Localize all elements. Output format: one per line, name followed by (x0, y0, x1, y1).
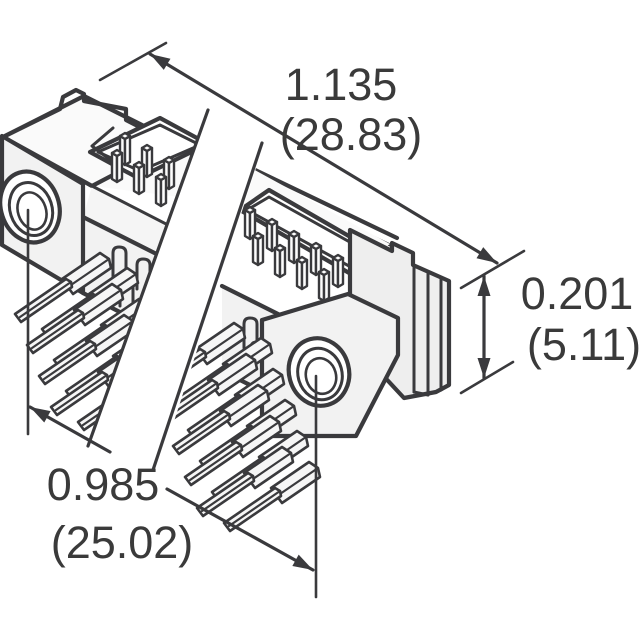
left-jackscrew-boss (0, 169, 62, 245)
extension-tick (98, 41, 168, 82)
dim-span-inches: 0.985 (47, 459, 160, 510)
dim-span-mm: (25.02) (51, 517, 194, 568)
right-jackscrew-block (259, 291, 401, 439)
right-jackscrew-boss (286, 336, 352, 408)
dim-length-inches: 1.135 (285, 59, 398, 110)
pin-shoulder (111, 245, 128, 285)
dimension-span: 0.985 (25.02) (26, 208, 318, 599)
extension-tick (459, 360, 515, 395)
extension-tick (459, 249, 526, 290)
dim-height-inches: 0.201 (521, 268, 634, 319)
keying-notch (90, 126, 115, 164)
left-top-rim (0, 87, 248, 184)
pin-shoulder (135, 257, 152, 297)
left-jackscrew-block (0, 133, 86, 296)
dimension-height: 0.201 (5.11) (459, 268, 640, 395)
dimension-line (148, 52, 499, 265)
pin-shoulder (242, 316, 259, 356)
dimension-line (165, 487, 315, 572)
dim-length-mm: (28.83) (280, 109, 423, 160)
dimension-length: 1.135 (28.83) (98, 41, 526, 290)
dim-height-mm: (5.11) (527, 319, 640, 370)
dimension-line (28, 405, 112, 454)
